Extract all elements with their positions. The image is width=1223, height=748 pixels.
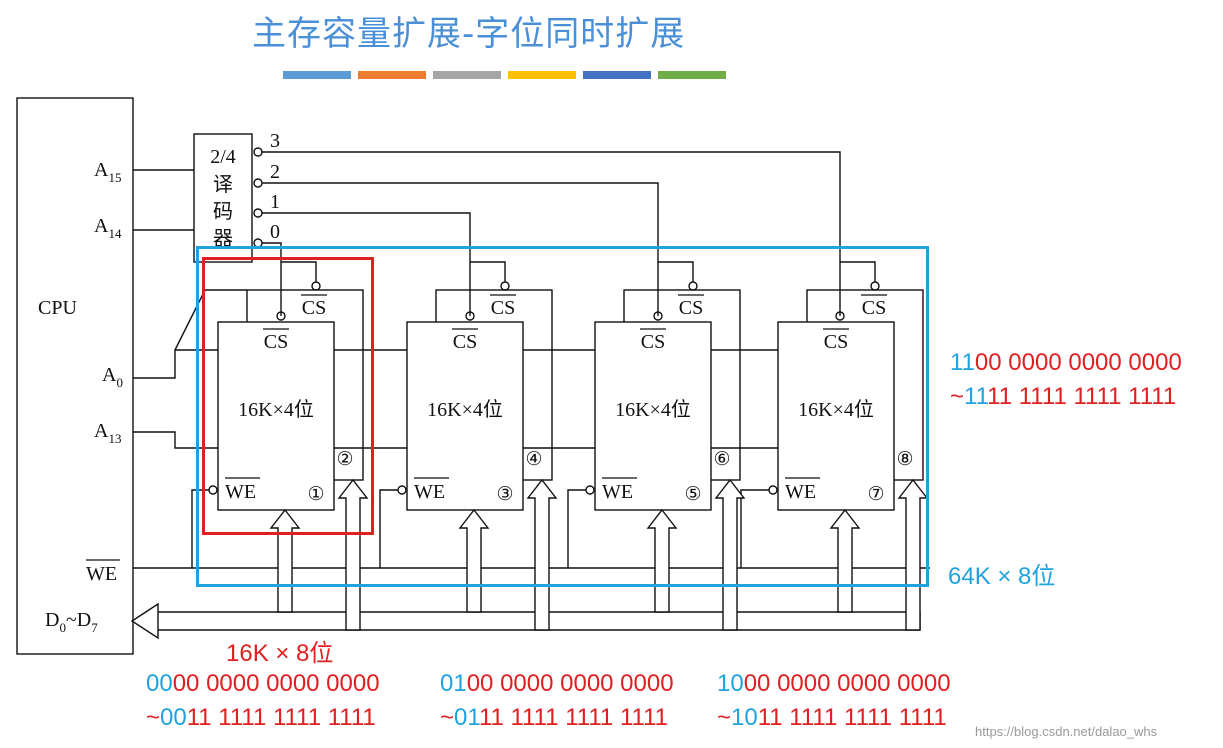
chip-front-cs-3: CS [641,331,665,353]
pin-a0: A0 [102,364,123,390]
title-bar-2 [358,71,426,79]
range-chip-1-2-end: ~0011 1111 1111 1111 [146,704,376,731]
title-bar-3 [433,71,501,79]
chip-front-size-2: 16K×4位 [427,398,503,421]
decoder-output-2: 2 [270,161,280,183]
chip-front-cs-2: CS [453,331,477,353]
chip-front-we-1: WE [225,481,256,503]
decoder-output-1: 1 [270,191,280,213]
range-chip-5-6-end: ~1011 1111 1111 1111 [717,704,947,731]
decoder-label-line3: 码 [213,201,233,223]
chip-back-cs-1: CS [302,297,326,319]
chip-front-size-1: 16K×4位 [238,398,314,421]
data-arrow-upper-3 [714,478,746,631]
chip-back-index-3: ⑥ [713,449,730,470]
total-label: 64K × 8位 [948,563,1056,590]
data-arrow-upper-1 [337,478,369,631]
chip-front-index-4: ⑦ [867,484,884,505]
cpu-box [16,97,134,655]
chip-front-index-1: ① [307,484,324,505]
range-chip-3-4b: 0100 0000 0000 0000 [440,670,674,697]
pin-we: WE [86,563,117,585]
chip-front-index-2: ③ [496,484,513,505]
chip-back-index-2: ④ [525,449,542,470]
chip-front-index-3: ⑤ [684,484,701,505]
slide-title: 主存容量扩展-字位同时扩展 [252,14,686,54]
pin-a14: A14 [94,215,122,241]
cpu-label: CPU [38,297,77,319]
decoder-label-line4: 器 [213,228,233,250]
title-bar-1 [283,71,351,79]
group-selection-box [202,257,374,535]
chip-back-index-4: ⑧ [896,449,913,470]
range-chip-5-6: 1000 0000 0000 0000 [717,670,951,697]
range-chip-3-4: 1100 0000 0000 0000 [950,349,1182,376]
chip-front-we-3: WE [602,481,633,503]
data-arrow-upper-2 [526,478,558,631]
decoder-output-0: 0 [270,221,280,243]
chip-back-cs-2: CS [491,297,515,319]
title-bar-6 [658,71,726,79]
decoder-output-3: 3 [270,130,280,152]
total-selection-box [196,246,929,587]
decoder-label-line1: 2/4 [210,146,236,168]
pin-a13: A13 [94,420,121,446]
title-bar-4 [508,71,576,79]
pin-data-bus: D0~D7 [45,609,98,635]
chip-front-cs-4: CS [824,331,848,353]
decoder-box [193,133,253,263]
range-chip-3-4-end: ~1111 1111 1111 1111 [950,383,1177,410]
chip-back-index-1: ② [336,449,353,470]
source-credit: https://blog.csdn.net/dalao_whs [975,724,1158,739]
range-chip-3-4b-end: ~0111 1111 1111 1111 [440,704,668,731]
group-label: 16K × 8位 [226,640,334,667]
chip-back-cs-3: CS [679,297,703,319]
chip-front-size-3: 16K×4位 [615,398,691,421]
chip-front-size-4: 16K×4位 [798,398,874,421]
range-chip-1-2: 0000 0000 0000 0000 [146,670,380,697]
chip-front-cs-1: CS [264,331,288,353]
chip-front-we-2: WE [414,481,445,503]
decoder-label-line2: 译 [213,173,233,196]
chip-front-we-4: WE [785,481,816,503]
title-bar-5 [583,71,651,79]
pin-a15: A15 [94,159,121,185]
data-arrow-upper-4 [897,478,929,631]
chip-back-cs-4: CS [862,297,886,319]
